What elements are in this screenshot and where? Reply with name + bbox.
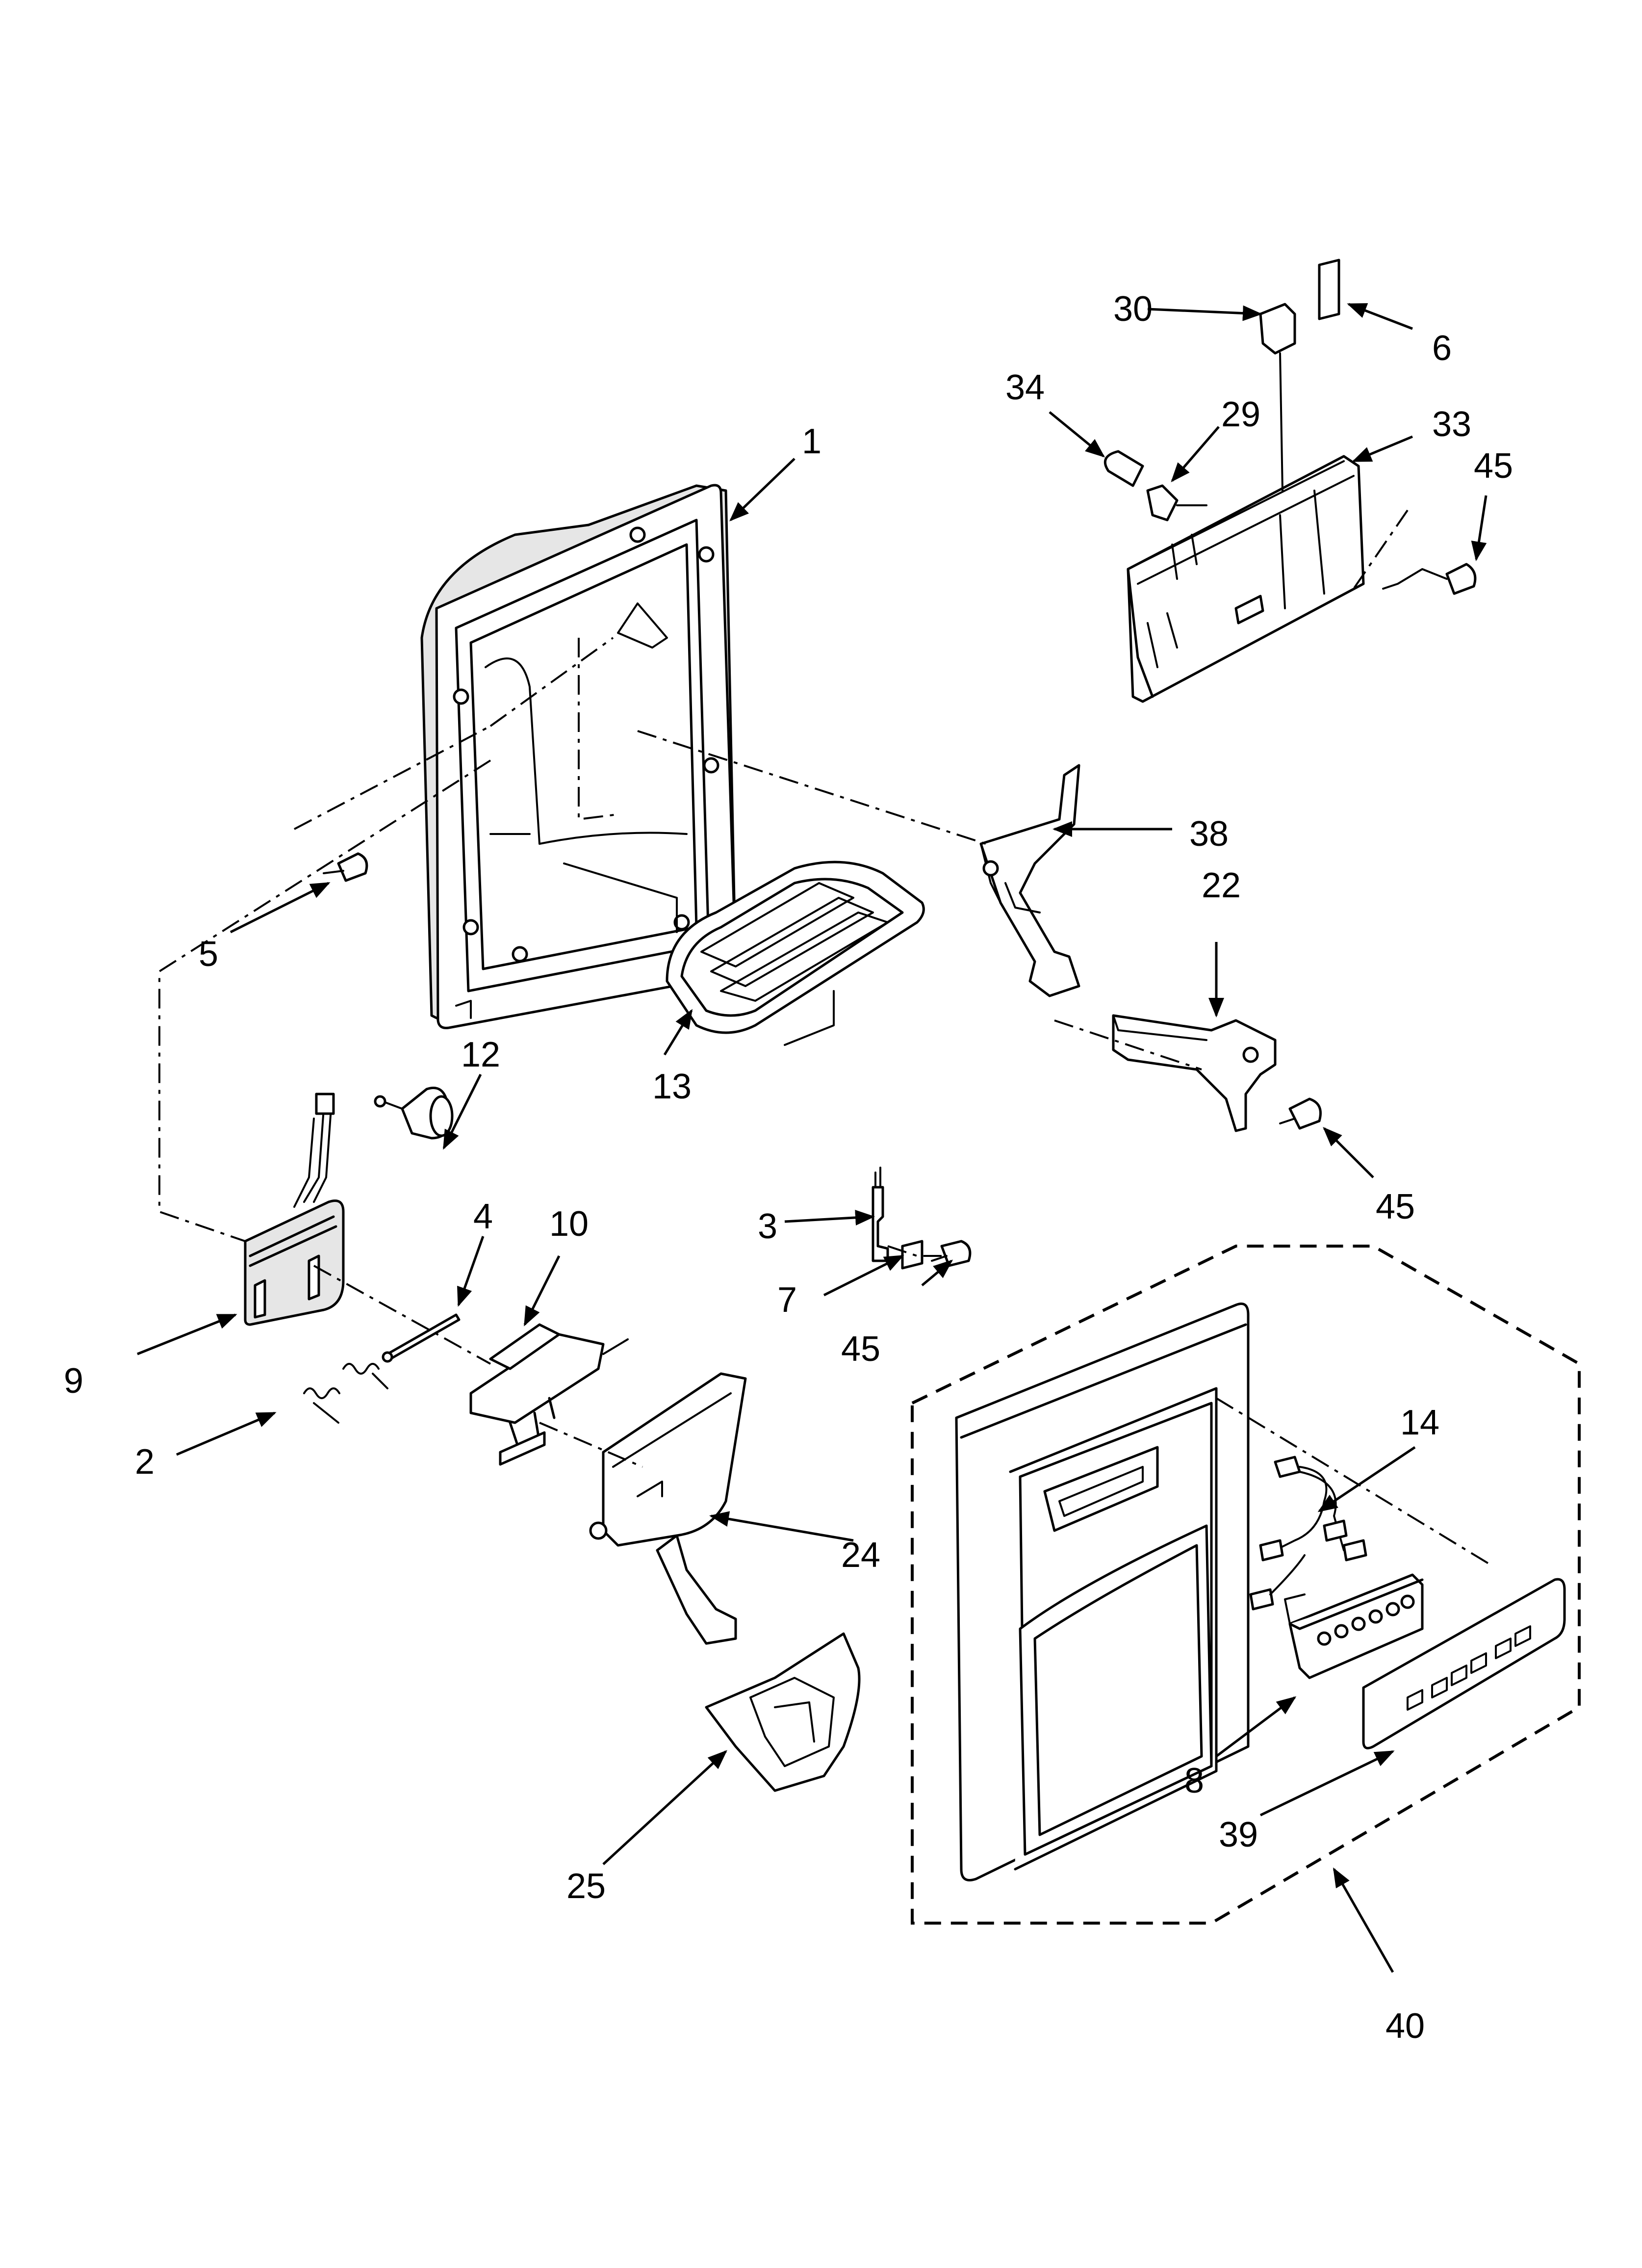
part-7-pad <box>901 1240 924 1270</box>
callout-45-right: 45 <box>1376 1187 1415 1226</box>
part-4-pin <box>382 1313 461 1363</box>
callout-10: 10 <box>549 1204 589 1244</box>
callout-3: 3 <box>758 1207 777 1246</box>
part-1-dispenser-housing <box>420 484 737 1029</box>
callout-2: 2 <box>135 1442 154 1482</box>
callout-29: 29 <box>1221 395 1260 434</box>
part-38-paddle-arm <box>979 764 1080 997</box>
callout-9: 9 <box>64 1361 83 1401</box>
part-30-switch <box>1259 303 1296 492</box>
callout-34: 34 <box>1005 368 1045 407</box>
callout-8: 8 <box>1184 1761 1204 1800</box>
callout-7: 7 <box>777 1280 797 1320</box>
part-40-front-panel <box>955 1303 1250 1881</box>
callout-25: 25 <box>566 1867 606 1906</box>
part-33-top-bracket <box>1127 455 1365 703</box>
callout-6: 6 <box>1432 329 1452 368</box>
callout-39: 39 <box>1219 1815 1258 1854</box>
callout-30: 30 <box>1113 289 1153 329</box>
callout-1: 1 <box>802 422 821 461</box>
part-29-socket <box>1146 484 1207 521</box>
callout-4: 4 <box>473 1197 493 1236</box>
part-2-spring <box>303 1363 388 1424</box>
callout-38: 38 <box>1189 814 1229 854</box>
assembly-lines <box>158 509 1492 1566</box>
part-39-overlay <box>1362 1578 1566 1749</box>
part-8-control-board <box>1284 1573 1424 1679</box>
callout-45-middle: 45 <box>841 1330 880 1369</box>
callout-5: 5 <box>199 935 218 974</box>
callout-14: 14 <box>1400 1403 1439 1442</box>
callout-12: 12 <box>461 1035 500 1074</box>
callout-24: 24 <box>841 1536 880 1575</box>
callout-22: 22 <box>1202 866 1241 905</box>
callout-40: 40 <box>1385 2007 1425 2046</box>
assembly-40-boundary <box>911 1245 1581 1925</box>
part-5-screw <box>323 852 368 882</box>
part-13-drip-tray <box>666 860 925 1046</box>
part-22-lever <box>1112 1014 1277 1132</box>
part-10-actuator <box>469 1323 629 1466</box>
callout-33: 33 <box>1432 405 1471 444</box>
part-9-module <box>244 1093 345 1326</box>
part-45-screw-right <box>1279 1097 1322 1130</box>
part-3-clip <box>872 1167 889 1262</box>
part-14-wire-harness <box>1249 1456 1367 1611</box>
part-45-screw-top <box>1382 563 1477 595</box>
part-25-chute <box>705 1632 861 1792</box>
part-12-solenoid <box>374 1087 454 1140</box>
part-24-bracket <box>589 1372 747 1645</box>
callout-13: 13 <box>652 1067 692 1106</box>
part-34-bulb <box>1103 450 1144 487</box>
callout-leaders <box>137 303 1488 1973</box>
callout-45-top: 45 <box>1474 446 1513 486</box>
part-6-pad <box>1318 259 1340 320</box>
callout-labels: 1 2 3 4 5 6 7 8 9 10 12 13 14 22 24 25 2… <box>64 289 1513 2046</box>
